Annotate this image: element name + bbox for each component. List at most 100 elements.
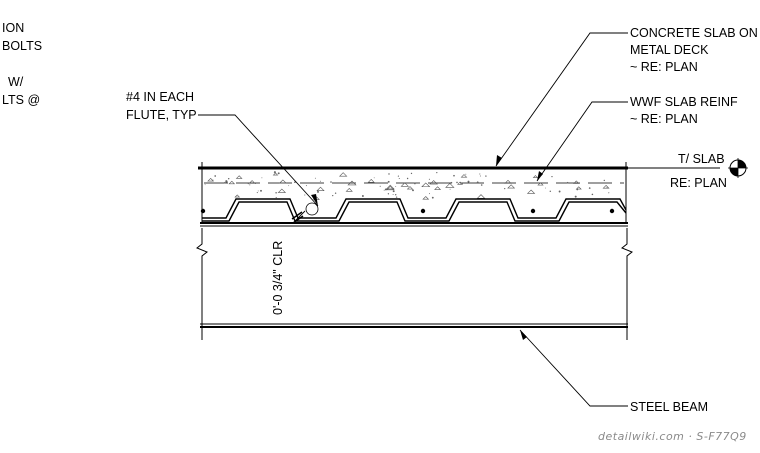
- concrete-speck: [479, 173, 481, 175]
- concrete-speck: [361, 195, 364, 197]
- concrete-speck: [256, 192, 258, 194]
- concrete-speck: [373, 177, 375, 179]
- concrete-aggregate: [338, 172, 348, 177]
- concrete-aggregate: [445, 183, 455, 188]
- concrete-aggregate: [272, 172, 279, 176]
- concrete-speck: [566, 181, 569, 184]
- concrete-speck: [388, 173, 390, 175]
- concrete-speck: [379, 185, 381, 187]
- slab-note-line-3: ~ RE: PLAN: [630, 60, 698, 74]
- rebar-dot: [200, 208, 206, 214]
- rebar-note-line-2: FLUTE, TYP: [126, 108, 197, 122]
- concrete-speck: [431, 196, 434, 199]
- clearance-ticks: [291, 211, 304, 224]
- left-note-line-1: ION: [2, 21, 24, 35]
- concrete-speck: [504, 187, 506, 190]
- concrete-aggregate: [385, 185, 395, 191]
- concrete-speck: [480, 184, 483, 186]
- concrete-aggregate: [400, 182, 410, 187]
- slab-note-line-1: CONCRETE SLAB ON: [630, 26, 758, 40]
- concrete-aggregate: [421, 182, 431, 188]
- leader-concrete-slab: [495, 32, 628, 167]
- concrete-speck: [588, 187, 591, 189]
- concrete-aggregate: [316, 186, 325, 191]
- concrete-speck: [436, 171, 438, 174]
- concrete-aggregate: [532, 175, 539, 178]
- concrete-speck: [249, 184, 251, 186]
- concrete-speck: [467, 180, 470, 183]
- concrete-speck: [273, 171, 276, 174]
- concrete-aggregate: [345, 187, 353, 192]
- concrete-speck: [261, 177, 263, 179]
- metal-deck: [202, 198, 627, 222]
- wwf-note-line-2: ~ RE: PLAN: [630, 112, 698, 126]
- concrete-speck: [383, 189, 385, 191]
- concrete-speck: [275, 197, 277, 199]
- concrete-aggregate: [207, 177, 214, 182]
- elevation-target-icon: [728, 158, 748, 178]
- watermark: detailwiki.com · S-F77Q9: [598, 430, 747, 443]
- concrete-speck: [225, 180, 228, 183]
- concrete-speck: [461, 182, 464, 185]
- concrete-aggregate: [434, 186, 442, 190]
- leader-lines: [198, 32, 720, 407]
- concrete-aggregate: [367, 178, 375, 183]
- concrete-speck: [449, 188, 451, 190]
- concrete-speck: [332, 194, 334, 197]
- rebar-dots: [200, 208, 615, 214]
- rebar-callout-circle: [305, 202, 319, 216]
- concrete-speck: [574, 195, 577, 198]
- concrete-speck: [277, 172, 280, 175]
- rebar-dot: [420, 208, 426, 214]
- concrete-speck: [551, 175, 553, 178]
- concrete-speck: [591, 193, 594, 196]
- concrete-aggregate: [429, 180, 438, 185]
- left-note-line-2: BOLTS: [2, 39, 42, 53]
- rebar-note: #4 IN EACH FLUTE, TYP: [126, 90, 197, 122]
- concrete-speck: [406, 177, 409, 180]
- concrete-speck: [398, 177, 400, 180]
- concrete-aggregate: [575, 186, 582, 190]
- concrete-speck: [395, 196, 398, 198]
- concrete-aggregate: [235, 175, 243, 179]
- concrete-speck: [608, 192, 610, 194]
- concrete-aggregate: [422, 196, 430, 200]
- concrete-speck: [288, 185, 290, 187]
- concrete-speck: [549, 190, 552, 193]
- leader-rebar: [198, 114, 319, 207]
- steel-beam-label: STEEL BEAM: [630, 400, 708, 414]
- concrete-speck: [204, 184, 206, 186]
- slab-note-line-2: METAL DECK: [630, 43, 709, 57]
- wwf-note-line-1: WWF SLAB REINF: [630, 95, 738, 109]
- concrete-aggregate: [278, 179, 287, 184]
- concrete-speck: [305, 185, 307, 187]
- concrete-speck: [414, 182, 416, 185]
- concrete-speck: [603, 179, 605, 182]
- concrete-speck: [387, 180, 390, 183]
- concrete-speck: [227, 177, 230, 180]
- concrete-aggregate: [385, 184, 395, 190]
- rebar-note-line-1: #4 IN EACH: [126, 90, 194, 104]
- concrete-speck: [275, 191, 277, 194]
- cut-off-left-notes: ION BOLTS W/ LTS @: [2, 21, 42, 107]
- concrete-aggregate: [234, 194, 241, 198]
- concrete-speck: [456, 181, 458, 184]
- concrete-speck: [395, 185, 397, 187]
- concrete-speck: [476, 181, 479, 184]
- concrete-aggregate: [228, 180, 236, 185]
- concrete-aggregate: [504, 179, 512, 184]
- concrete-speck: [319, 180, 321, 182]
- concrete-aggregate: [573, 180, 580, 184]
- concrete-speck: [485, 175, 487, 177]
- concrete-speck: [214, 175, 217, 177]
- concrete-aggregate: [277, 188, 287, 193]
- concrete-aggregate: [248, 180, 256, 184]
- concrete-speck: [410, 172, 413, 175]
- t-slab-label: T/ SLAB: [678, 152, 725, 166]
- concrete-speck: [576, 188, 579, 191]
- leader-clearance: [294, 210, 306, 222]
- concrete-speck: [428, 178, 430, 180]
- concrete-speck: [450, 181, 453, 184]
- t-slab-ref: RE: PLAN: [670, 176, 727, 190]
